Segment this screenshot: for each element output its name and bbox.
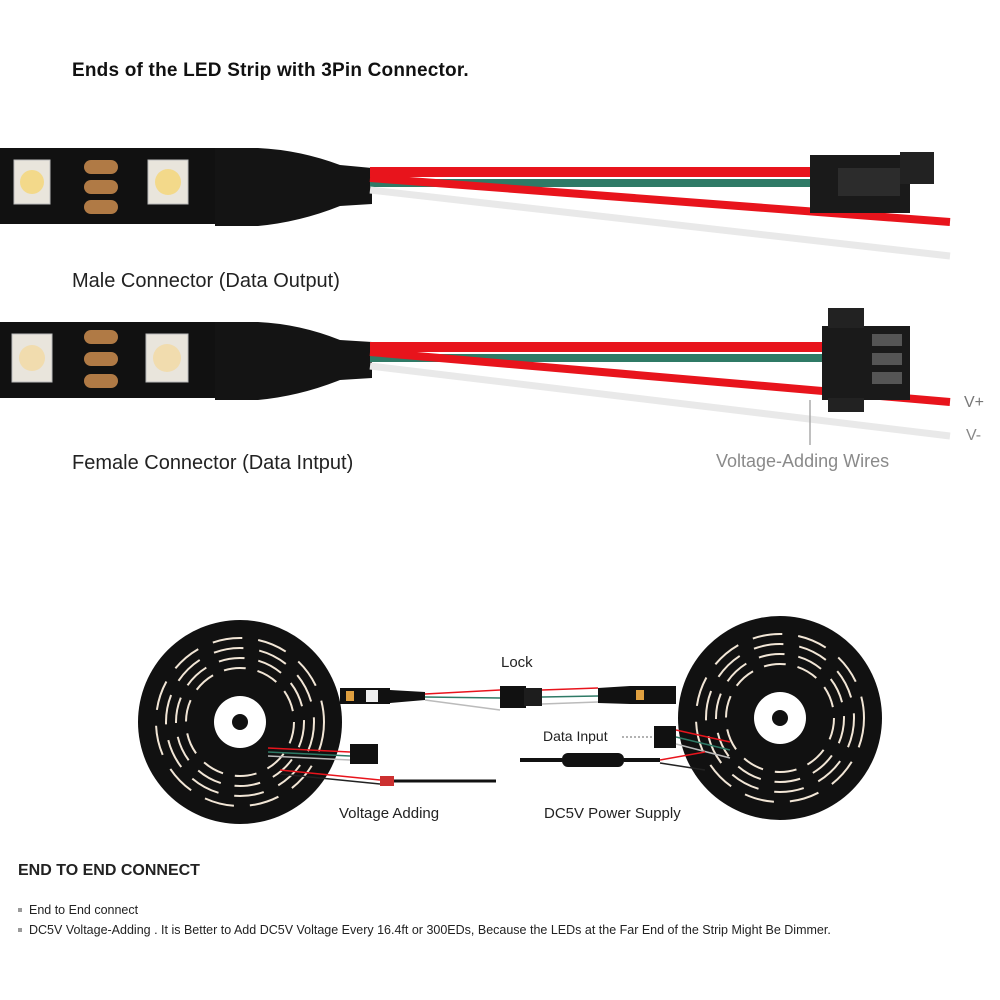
lock-connector-b: [524, 688, 542, 706]
va-power-black: [279, 773, 381, 785]
va-wire-white: [267, 755, 351, 761]
reel-right-hub-hole: [772, 710, 788, 726]
data-input-label: Data Input: [543, 728, 608, 744]
lock-wire-white-2: [541, 701, 599, 705]
right-strip-led: [636, 690, 644, 700]
power-wire-black: [659, 762, 706, 771]
voltage-wires-label: Voltage-Adding Wires: [716, 451, 890, 471]
male-led-2: [147, 159, 189, 205]
data-input-wire-green: [675, 736, 731, 751]
male-led-2-die: [155, 169, 181, 195]
left-strip-led: [346, 691, 354, 701]
bullet-text: DC5V Voltage-Adding . It is Better to Ad…: [29, 923, 831, 937]
reel-right-strip-ring-2: [705, 643, 855, 793]
lock-link: [340, 686, 676, 711]
left-strip-led-2: [366, 690, 378, 702]
male-strip-end: [0, 148, 951, 260]
va-power-red: [279, 769, 381, 781]
bullet-item: End to End connect: [18, 903, 138, 917]
lock-wire-green-2: [541, 695, 599, 698]
data-input-wire-red: [675, 729, 731, 743]
left-heatshrink: [390, 690, 425, 703]
female-connector-latch-top: [828, 308, 864, 328]
reel-left: [138, 620, 342, 824]
lock-label: Lock: [501, 654, 533, 671]
va-wire-red: [267, 747, 351, 753]
lock-wire-red: [424, 689, 501, 695]
female-strip-end: [0, 308, 951, 445]
v-minus-label: V-: [966, 427, 982, 444]
power-barrel: [562, 753, 624, 767]
male-heatshrink: [215, 148, 372, 226]
reel-left-hub-hole: [232, 714, 248, 730]
reel-right: [678, 616, 882, 820]
page-title: Ends of the LED Strip with 3Pin Connecto…: [72, 60, 469, 81]
lock-wire-red-2: [541, 687, 599, 691]
female-pad-2: [84, 352, 118, 366]
va-plug: [350, 744, 378, 764]
male-pad-3: [84, 200, 118, 214]
female-heatshrink: [215, 322, 372, 400]
bullet-icon: [18, 907, 22, 912]
data-input-wire-white: [675, 743, 731, 759]
male-led-1-die: [20, 170, 44, 194]
va-wire-green: [267, 751, 351, 757]
male-pad-2: [84, 180, 118, 194]
male-connector-caption: Male Connector (Data Output): [72, 270, 340, 292]
reel-right-strip-ring-4: [725, 663, 835, 773]
reel-left-strip-ring-1: [155, 637, 325, 807]
data-input-plug: [654, 726, 676, 748]
female-pin-2: [872, 353, 902, 365]
female-connector-latch-bottom: [828, 398, 864, 412]
male-connector-latch: [900, 152, 934, 184]
male-wire-red-2: [369, 174, 951, 226]
female-wire-white: [369, 362, 951, 440]
v-plus-label: V+: [964, 394, 985, 411]
voltage-adding-label: Voltage Adding: [339, 805, 440, 822]
lock-wire-green: [424, 696, 501, 699]
female-pad-1: [84, 330, 118, 344]
bullet-item: DC5V Voltage-Adding . It is Better to Ad…: [18, 923, 831, 937]
power-wire-red: [659, 751, 706, 761]
data-input-connector: [622, 726, 731, 759]
male-pad-1: [84, 160, 118, 174]
female-pin-1: [872, 334, 902, 346]
male-connector-window: [838, 168, 900, 196]
power-supply-label: DC5V Power Supply: [544, 805, 681, 822]
reel-left-strip-ring-4: [185, 667, 295, 777]
voltage-adding-link: [267, 744, 496, 786]
female-led-2-die: [153, 344, 181, 372]
va-power-tip: [380, 776, 394, 786]
reel-right-strip-ring-1: [695, 633, 865, 803]
lock-connector-a: [500, 686, 526, 708]
female-pad-3: [84, 374, 118, 388]
section-title: END TO END CONNECT: [18, 862, 200, 879]
female-led-1-die: [19, 345, 45, 371]
bullet-icon: [18, 927, 22, 932]
lock-wire-white: [424, 699, 501, 711]
female-connector-caption: Female Connector (Data Intput): [72, 452, 354, 474]
female-pin-3: [872, 372, 902, 384]
reel-left-strip-ring-3: [175, 657, 305, 787]
bullet-text: End to End connect: [29, 903, 139, 917]
reel-left-strip-ring-2: [165, 647, 315, 797]
right-heatshrink: [598, 686, 630, 704]
reel-right-strip-ring-3: [715, 653, 845, 783]
power-supply-plug: [520, 751, 706, 771]
male-wire-white: [369, 186, 951, 260]
